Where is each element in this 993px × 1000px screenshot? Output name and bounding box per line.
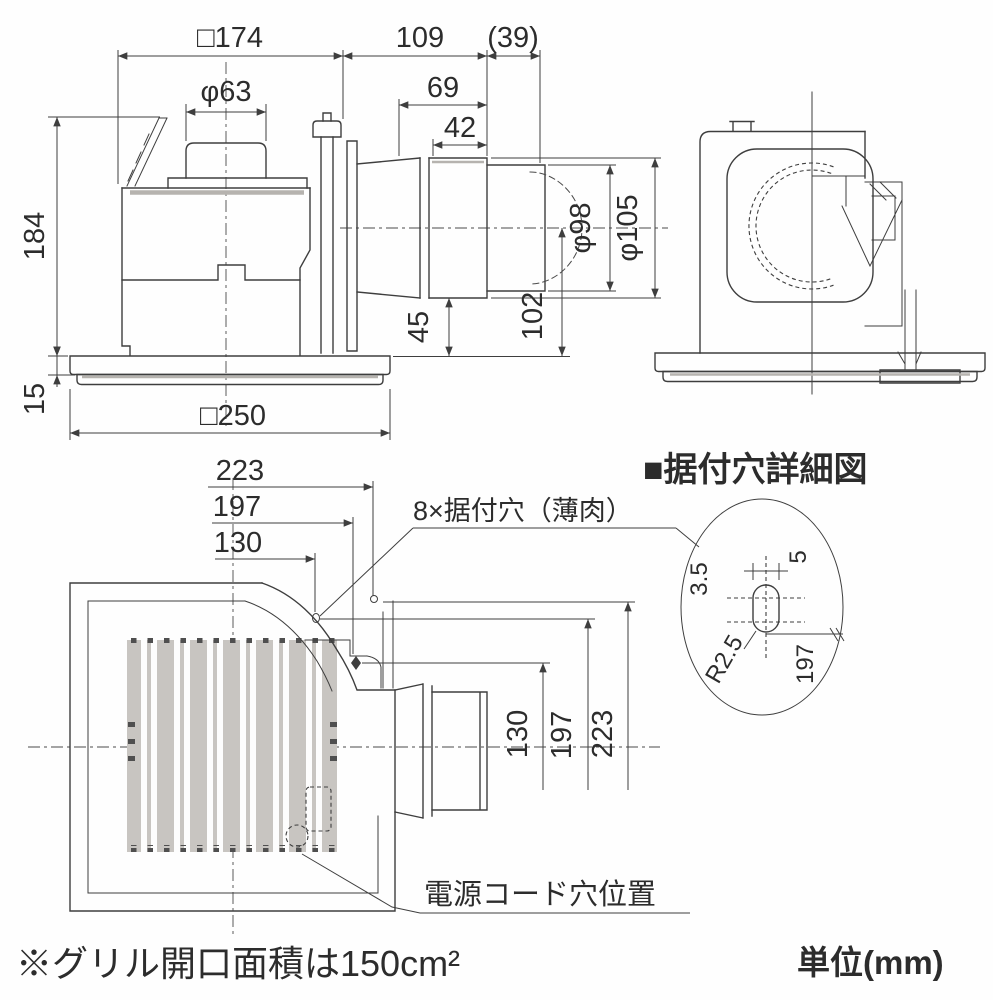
grille-top-dots [130, 638, 336, 645]
bellmouth-circle-inner [755, 169, 832, 283]
dim-42: 42 [444, 112, 476, 144]
rear-view [654, 91, 986, 395]
side-view-dimension-lines [53, 52, 659, 437]
notes: ※グリル開口面積は150cm² 単位(mm) [16, 943, 944, 984]
dim-45: 45 [403, 311, 435, 343]
dim-body-height: 184 [19, 212, 51, 260]
dim-duct-length: 109 [396, 22, 444, 54]
plan-dim-197-top: 197 [213, 491, 261, 523]
grille-area-note: ※グリル開口面積は150cm² [16, 943, 460, 984]
mounting-hole-detail: ■据付穴詳細図 3.5 5 R2.5 197 [643, 451, 868, 716]
plan-dim-223-top: 223 [216, 455, 264, 487]
mount-hole-label: 8×据付穴（薄肉） [413, 496, 633, 526]
detail-dim-5: 5 [785, 550, 812, 563]
power-cord-leader [301, 853, 690, 914]
detail-title: ■据付穴詳細図 [643, 451, 868, 489]
plan-view-linework [69, 582, 488, 912]
side-view: □174 109 (39) φ63 69 42 184 15 φ98 φ105 … [19, 22, 668, 440]
dim-102: 102 [517, 292, 549, 340]
dim-69: 69 [427, 72, 459, 104]
mounting-hole-mark-2 [351, 656, 361, 670]
grille-slats [127, 640, 337, 852]
mount-hole-leader [319, 527, 700, 617]
power-cord-label: 電源コード穴位置 [424, 878, 656, 911]
mounting-hole-mark-3 [370, 595, 378, 603]
detail-pitch-197: 197 [792, 644, 819, 684]
power-cord-hole [285, 824, 309, 848]
dim-collar-diameter: φ63 [200, 76, 251, 108]
power-cord-clamp-outline [305, 786, 332, 832]
rear-view-linework [654, 120, 986, 384]
grille-side-dots [128, 722, 337, 761]
dim-flange-height: 15 [19, 383, 51, 415]
bellmouth-circle [748, 162, 834, 290]
detail-radius: R2.5 [700, 631, 749, 688]
detail-dim-3-5: 3.5 [686, 562, 713, 595]
plan-dim-130-right: 130 [502, 710, 534, 758]
dim-duct-extension: (39) [487, 22, 539, 54]
detail-centerlines [727, 556, 805, 661]
detail-dimension-lines [743, 563, 845, 650]
plan-view: 223 197 130 130 197 223 8×据付穴（薄肉） 電源コード穴… [28, 455, 700, 938]
side-view-body-linework [69, 112, 391, 386]
detail-balloon [680, 498, 844, 716]
grille-bottom-dots [130, 845, 336, 852]
dim-width-bottom: □250 [200, 400, 266, 432]
plan-dim-197-right: 197 [546, 711, 578, 759]
plan-dim-223-right: 223 [587, 710, 619, 758]
unit-note: 単位(mm) [797, 944, 944, 981]
plan-view-dimension-lines [208, 483, 632, 790]
dim-width-top: □174 [197, 22, 263, 54]
plan-dim-130-top: 130 [214, 527, 262, 559]
dim-duct-outer-diameter: φ105 [612, 194, 644, 261]
plan-view-extension-lines [314, 481, 635, 664]
dim-duct-inner-diameter: φ98 [565, 202, 597, 253]
mounting-hole-mark-1 [312, 613, 320, 623]
side-view-duct-linework [346, 140, 583, 352]
